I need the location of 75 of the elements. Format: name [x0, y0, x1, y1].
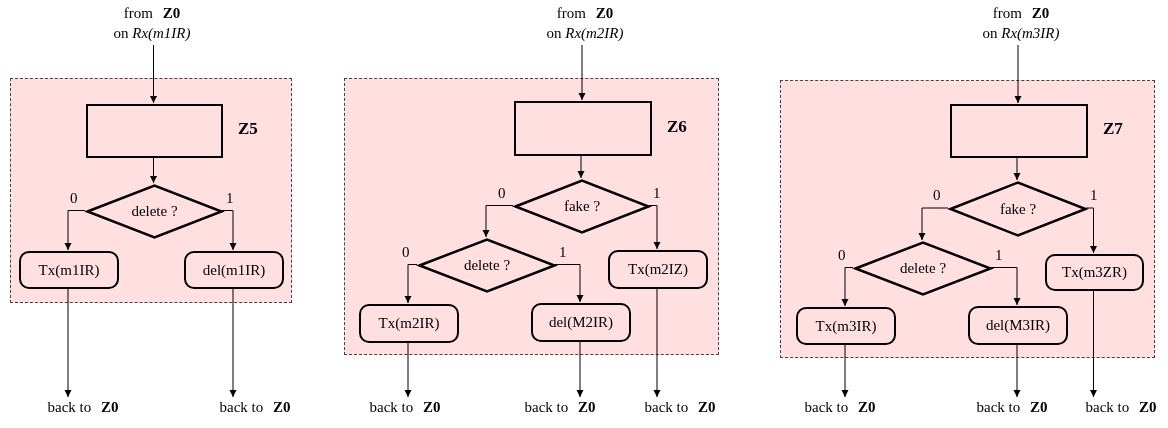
decision-label: delete ? — [463, 257, 511, 274]
action-box: del(M3IR) — [968, 306, 1068, 345]
flow-label: on Rx(m1IR) — [113, 24, 191, 43]
arrow — [577, 154, 585, 179]
edge-label: 1 — [1089, 188, 1099, 203]
arrow — [841, 267, 854, 307]
zone-label: Z5 — [238, 119, 258, 139]
arrow — [653, 287, 661, 398]
action-box: Tx(m3IR) — [796, 307, 896, 345]
edge-label: 0 — [401, 244, 411, 260]
process-box — [950, 104, 1088, 158]
flow-label: on Rx(m2IR) — [546, 24, 624, 43]
zone-region — [344, 78, 719, 355]
arrow — [554, 264, 584, 303]
flow-label: from Z0 — [123, 4, 181, 23]
arrow — [150, 156, 157, 184]
action-box: del(M2IR) — [531, 303, 631, 342]
action-box: del(m1IR) — [184, 251, 284, 289]
decision-label: fake ? — [999, 200, 1037, 218]
arrow — [990, 267, 1021, 306]
decision-label: fake ? — [563, 198, 601, 215]
edge-label: 1 — [652, 185, 662, 201]
flow-label: back to Z0 — [369, 398, 441, 417]
action-box: Tx(m1IR) — [19, 251, 119, 289]
arrow — [648, 205, 661, 250]
edge-label: 1 — [994, 247, 1004, 263]
action-box: Tx(m2IZ) — [608, 250, 708, 289]
arrow — [221, 210, 237, 251]
flow-label: on Rx(m3IR) — [982, 24, 1060, 43]
decision-label: delete ? — [131, 203, 178, 220]
decision-diamond — [418, 238, 556, 293]
flow-label: from Z0 — [992, 4, 1050, 23]
flow-label: back to Z0 — [804, 398, 876, 417]
arrow — [150, 44, 157, 104]
edge-label: 0 — [497, 185, 507, 201]
arrow — [1014, 44, 1022, 104]
edge-label: 0 — [837, 247, 847, 263]
arrow — [1013, 343, 1021, 398]
decision-label: delete ? — [899, 260, 947, 277]
process-box — [514, 101, 652, 156]
arrow — [404, 341, 412, 398]
zone-label: Z6 — [667, 116, 687, 137]
edge-label: 0 — [932, 188, 942, 203]
arrow — [64, 287, 72, 398]
decision-diamond — [949, 181, 1087, 237]
flow-label: back to Z0 — [644, 398, 716, 417]
arrow — [578, 44, 586, 101]
arrow — [64, 210, 86, 251]
arrow — [482, 205, 514, 238]
flow-label: from Z0 — [556, 4, 614, 23]
flow-label: back to Z0 — [976, 398, 1048, 417]
process-box — [86, 104, 223, 158]
arrow — [1013, 156, 1021, 181]
edge-label: 1 — [225, 190, 235, 206]
arrow — [918, 207, 949, 241]
decision-diamond — [854, 241, 992, 296]
flow-label: back to Z0 — [219, 398, 291, 417]
edge-label: 0 — [69, 190, 79, 206]
arrow — [229, 287, 237, 398]
arrow — [576, 340, 584, 398]
action-box: Tx(m3ZR) — [1045, 254, 1144, 291]
flow-label: back to Z0 — [1085, 398, 1157, 417]
action-box: Tx(m2IR) — [359, 304, 459, 343]
zone-label: Z7 — [1103, 119, 1123, 139]
arrow — [1090, 289, 1097, 398]
edge-label: 1 — [558, 244, 568, 260]
zone-region — [10, 78, 292, 303]
zone-region — [780, 80, 1155, 358]
decision-diamond — [514, 179, 650, 234]
decision-diamond — [86, 184, 223, 239]
arrow — [841, 343, 849, 398]
flow-label: back to Z0 — [524, 398, 596, 417]
arrow — [1085, 207, 1097, 254]
arrow — [404, 264, 418, 304]
flow-label: back to Z0 — [47, 398, 119, 417]
